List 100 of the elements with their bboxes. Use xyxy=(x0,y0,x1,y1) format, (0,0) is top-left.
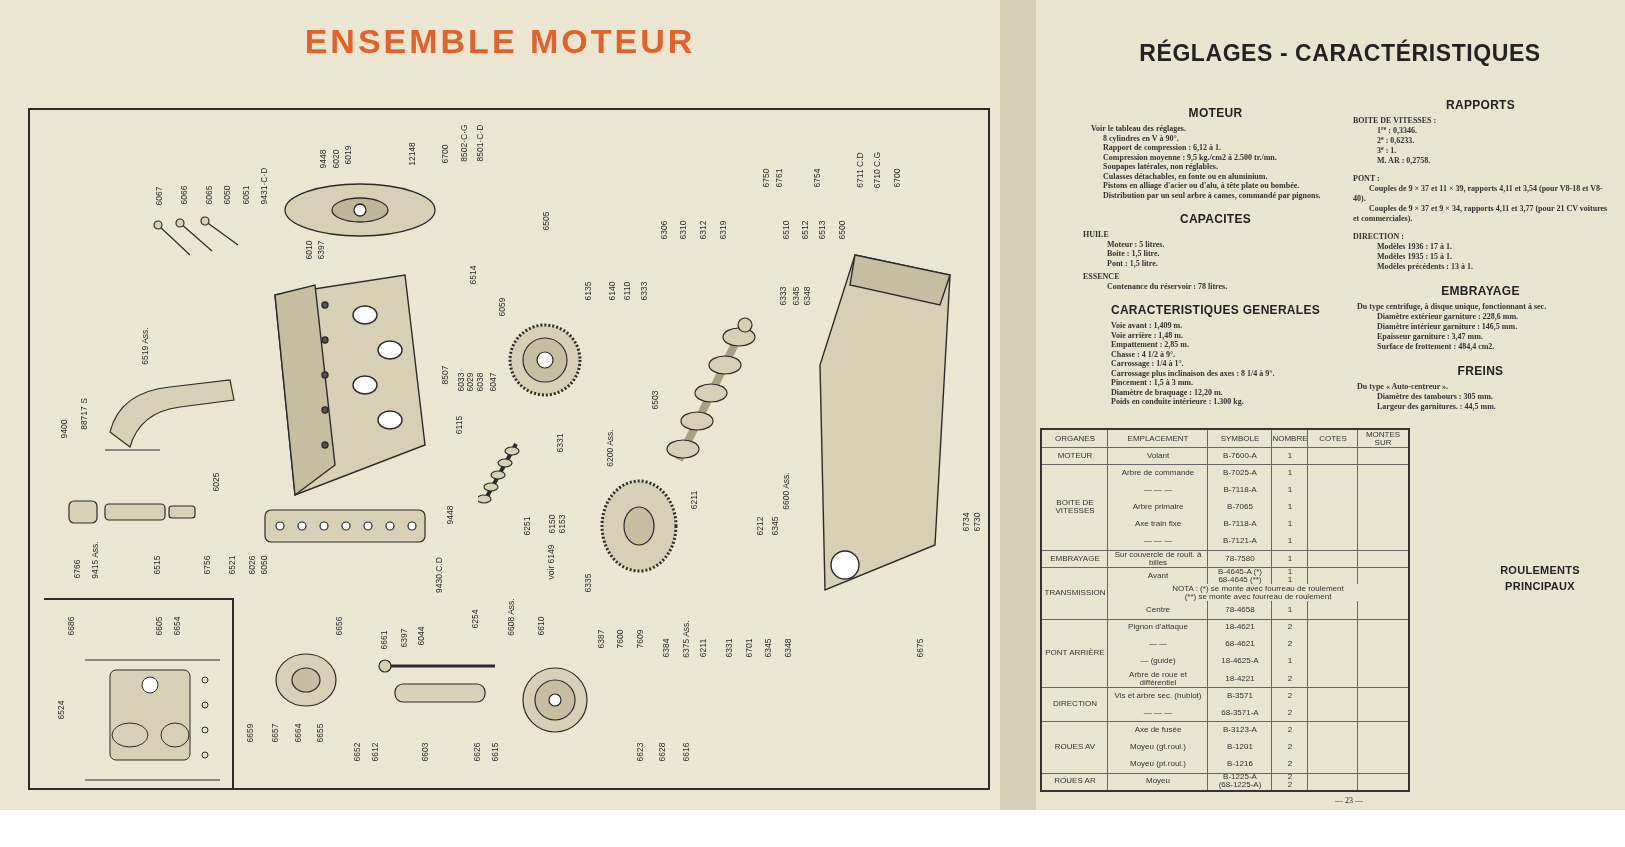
callout-number: 6065 xyxy=(204,185,214,205)
table-text: 2 xyxy=(1287,781,1293,790)
table-text: 1 xyxy=(1287,567,1293,576)
spec-text: Epaisseur garniture : 3,47 mm. xyxy=(1376,332,1484,342)
spec-text: Diamètre intérieur garniture : 146,5 mm. xyxy=(1376,322,1519,332)
table-text: — — — xyxy=(1143,708,1173,717)
callout-number: 6312 xyxy=(698,220,708,240)
callout-number: 8507 xyxy=(440,365,450,385)
table-text: Pignon d'attaque xyxy=(1128,623,1188,632)
callout-number: 6686 xyxy=(66,616,76,636)
spec-text: Diamètre extérieur garniture : 228,6 mm. xyxy=(1376,312,1520,322)
table-text: DIRECTION xyxy=(1053,700,1097,709)
table-text: EMBRAYAGE xyxy=(1050,554,1100,563)
table-text: 1 xyxy=(1287,606,1293,614)
table-text: (68-1225-A) xyxy=(1218,781,1262,790)
table-text: Arbre de roue et différentiel xyxy=(1128,670,1188,687)
callout-number: 8502·C·G xyxy=(459,124,469,162)
spec-text: Voir le tableau des réglages. xyxy=(1090,124,1187,134)
callout-number: 6675 xyxy=(915,638,925,658)
table-text: 2 xyxy=(1287,773,1293,782)
table-text: Moyeu (gt.roul.) xyxy=(1130,743,1186,752)
callout-number: 6513 xyxy=(817,220,827,240)
callout-number: 6761 xyxy=(774,168,784,188)
table-text: B-1216 xyxy=(1227,760,1253,769)
table-text: 2 xyxy=(1287,640,1293,649)
callout-number: 6659 xyxy=(245,723,255,743)
table-text: TRANSMISSION xyxy=(1044,588,1106,597)
table-text: 68-4645 (**) xyxy=(1218,575,1262,584)
spec-text: Compression moyenne : 9,5 kg./cm2 à 2.500 tr./mn. xyxy=(1102,152,1278,162)
callout-number: 6020 xyxy=(331,149,341,169)
callout-number: 6026 xyxy=(247,555,257,575)
table-header: COTES xyxy=(1319,434,1347,443)
table-text: B-7118-A xyxy=(1223,486,1257,494)
callout-number: 6254 xyxy=(470,609,480,629)
spec-text: 3$^{e}$ : 1. xyxy=(1376,146,1398,156)
callout-number: 7609 xyxy=(635,629,645,649)
table-text: 1 xyxy=(1287,451,1293,460)
spec-text: ESSENCE xyxy=(1083,272,1121,282)
spec-text: Surface de frottement : 484,4 cm2. xyxy=(1376,342,1496,352)
callout-number: 9400 xyxy=(59,419,69,439)
table-text: B-3123-A xyxy=(1223,726,1257,734)
spec-text: Pincement : 1,5 à 3 mm. xyxy=(1110,378,1194,388)
callout-number: 6387 xyxy=(596,629,606,649)
table-text: 1 xyxy=(1287,554,1293,563)
table-text: ROUES AR xyxy=(1054,777,1096,786)
page-title: ENSEMBLE MOTEUR xyxy=(303,21,697,62)
table-text: Moyeu xyxy=(1146,777,1170,786)
callout-number: 6628 xyxy=(657,742,667,762)
callout-number: 6626 xyxy=(472,742,482,762)
table-text: 1 xyxy=(1287,657,1293,666)
table-text: 1 xyxy=(1287,503,1293,512)
spec-text: DIRECTION : xyxy=(1353,232,1405,242)
callout-number: 6397 xyxy=(316,240,326,260)
callout-number: 6025 xyxy=(211,472,221,492)
spec-text: Distribution par un seul arbre à cames, commandé par pignons. xyxy=(1102,190,1322,200)
table-text: Axe de fusée xyxy=(1134,726,1182,734)
table-text: B-7121-A xyxy=(1223,537,1257,546)
table-text: ROUES AV xyxy=(1054,743,1096,752)
spec-text: Empattement : 2,85 m. xyxy=(1110,340,1190,350)
callout-number: voir 6149 xyxy=(546,544,556,580)
callout-number: 6700 xyxy=(440,144,450,164)
table-text: 2 xyxy=(1287,760,1293,769)
callout-number: 6050 xyxy=(222,185,232,205)
spec-text: 2$^{e}$ : 0,6233. xyxy=(1376,136,1416,146)
table-text: — — xyxy=(1148,640,1168,649)
callout-number: 6115 xyxy=(454,415,464,435)
callout-number: 6655 xyxy=(315,723,325,743)
table-text: Moyeu (pt.roul.) xyxy=(1130,760,1186,769)
callout-number: 6711 C.D xyxy=(855,152,865,188)
table-text: 78-7580 xyxy=(1225,554,1255,563)
callout-number: 6652 xyxy=(352,742,362,762)
callout-number: 6319 xyxy=(718,220,728,240)
spec-text: Du type centrifuge, à disque unique, fonctionnant à sec. xyxy=(1356,302,1548,312)
table-text: NOTA : (*) se monte avec fourreau de roulement xyxy=(1172,584,1344,593)
table-text: Centre xyxy=(1146,606,1170,614)
callout-number: 6348 xyxy=(783,638,793,658)
callout-number: 6605 xyxy=(154,616,164,636)
table-header: ORGANES xyxy=(1055,434,1095,443)
table-text: B-7600-A xyxy=(1223,451,1257,460)
table-text: 2 xyxy=(1287,623,1293,632)
callout-number: 6524 xyxy=(56,700,66,720)
callout-number: 9430.C.D xyxy=(434,557,444,593)
callout-number: 6384 xyxy=(661,638,671,658)
callout-number: 6710 C.G xyxy=(872,151,882,189)
callout-number: 6044 xyxy=(416,626,426,646)
table-text: 18-4621 xyxy=(1225,623,1255,632)
callout-number: 6059 xyxy=(497,297,507,317)
spec-text: Largeur des garnitures. : 44,5 mm. xyxy=(1376,402,1497,412)
section-heading: CAPACITES xyxy=(1178,212,1253,226)
spec-text: Carrossage : 1/4 à 1°. xyxy=(1110,359,1185,369)
table-text: B-1225-A xyxy=(1223,773,1257,782)
callout-number: 6200 Ass. xyxy=(605,429,615,467)
callout-number: 6515 xyxy=(152,555,162,575)
callout-number: 7600 xyxy=(615,629,625,649)
spec-text: Contenance du réservoir : 78 litres. xyxy=(1106,281,1229,291)
table-header: MONTES SUR xyxy=(1364,430,1402,447)
callout-number: 6038 xyxy=(475,372,485,392)
table-text: 1 xyxy=(1287,537,1293,546)
callout-number: 6608 Ass. xyxy=(506,598,516,636)
callout-number: 6375 Ass. xyxy=(681,620,691,658)
